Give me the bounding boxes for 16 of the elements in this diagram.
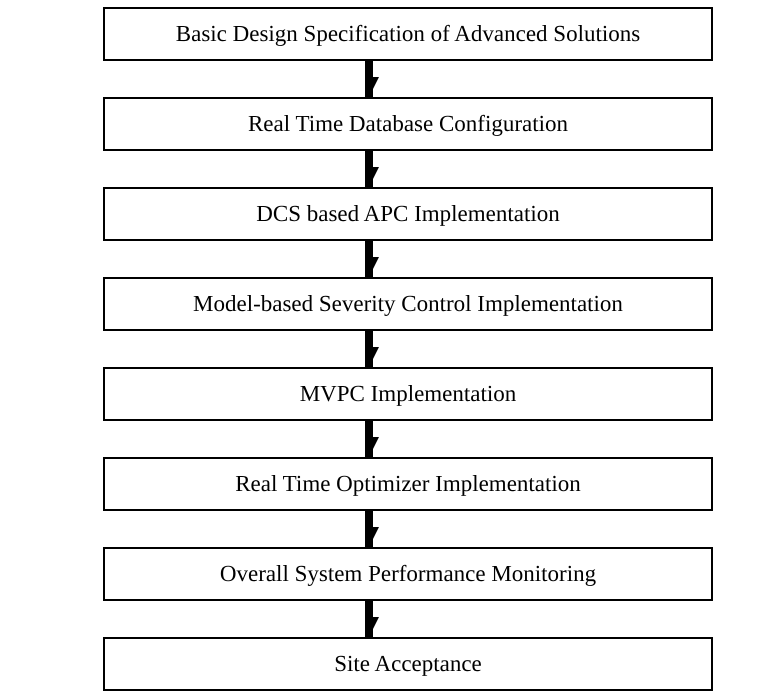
process-box <box>103 637 713 691</box>
process-box <box>103 97 713 151</box>
process-box <box>103 547 713 601</box>
process-box <box>103 367 713 421</box>
step-label: Site Acceptance <box>334 650 482 678</box>
step-label: MVPC Implementation <box>300 380 516 408</box>
step-label: DCS based APC Implementation <box>256 200 560 228</box>
step-label: Real Time Optimizer Implementation <box>235 470 581 498</box>
step-label: Real Time Database Configuration <box>248 110 568 138</box>
step-label: Model-based Severity Control Implementation <box>193 290 623 318</box>
process-box <box>103 277 713 331</box>
process-box <box>103 187 713 241</box>
step-label: Basic Design Specification of Advanced Solutions <box>176 20 640 48</box>
step-label: Overall System Performance Monitoring <box>220 560 596 588</box>
process-box <box>103 7 713 61</box>
process-box <box>103 457 713 511</box>
